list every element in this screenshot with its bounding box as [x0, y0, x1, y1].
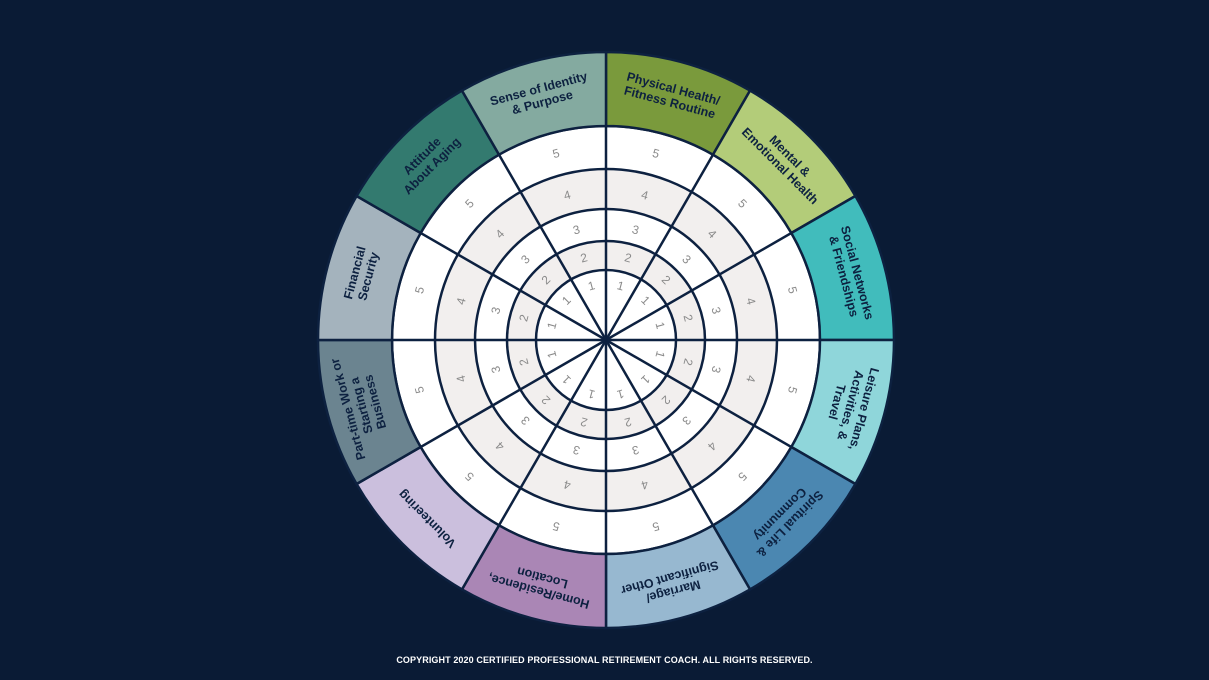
ring-number: 4: [743, 374, 758, 384]
ring-number: 2: [680, 313, 695, 323]
ring-number: 5: [785, 385, 800, 395]
ring-number: 3: [571, 442, 581, 457]
ring-number: 4: [743, 296, 758, 306]
ring-number: 1: [615, 386, 625, 401]
category-segment: [460, 50, 608, 157]
ring-number: 3: [488, 305, 503, 315]
ring-number: 3: [708, 305, 723, 315]
ring-number: 5: [651, 146, 661, 161]
ring-number: 1: [652, 320, 667, 330]
ring-number: 5: [651, 519, 661, 534]
ring-number: 5: [551, 519, 561, 534]
ring-number: 1: [544, 320, 559, 330]
ring-number: 5: [412, 285, 427, 295]
category-band: [316, 50, 896, 630]
ring-number: 1: [544, 349, 559, 359]
ring-number: 3: [708, 364, 723, 374]
ring-number: 2: [516, 313, 531, 323]
ring-number: 4: [453, 296, 468, 306]
ring-number: 2: [623, 250, 633, 265]
ring-number: 1: [586, 278, 596, 293]
copyright-notice: COPYRIGHT 2020 CERTIFIED PROFESSIONAL RE…: [396, 655, 813, 665]
ring-number: 3: [571, 222, 581, 237]
ring-number: 4: [562, 477, 572, 492]
ring-number: 3: [488, 364, 503, 374]
ring-number: 4: [562, 187, 572, 202]
ring-number: 4: [639, 477, 649, 492]
ring-number: 1: [586, 386, 596, 401]
ring-number: 2: [516, 357, 531, 367]
ring-number: 3: [630, 222, 640, 237]
ring-number: 2: [579, 414, 589, 429]
ring-number: 5: [785, 285, 800, 295]
ring-number: 5: [412, 385, 427, 395]
ring-number: 3: [630, 442, 640, 457]
ring-number: 5: [551, 146, 561, 161]
ring-number: 4: [640, 187, 650, 202]
ring-number: 1: [652, 349, 667, 359]
ring-number: 1: [615, 278, 625, 293]
ring-number: 2: [623, 414, 633, 429]
ring-number: 4: [453, 373, 468, 383]
ring-number: 2: [579, 250, 589, 265]
ring-number: 2: [680, 357, 695, 367]
